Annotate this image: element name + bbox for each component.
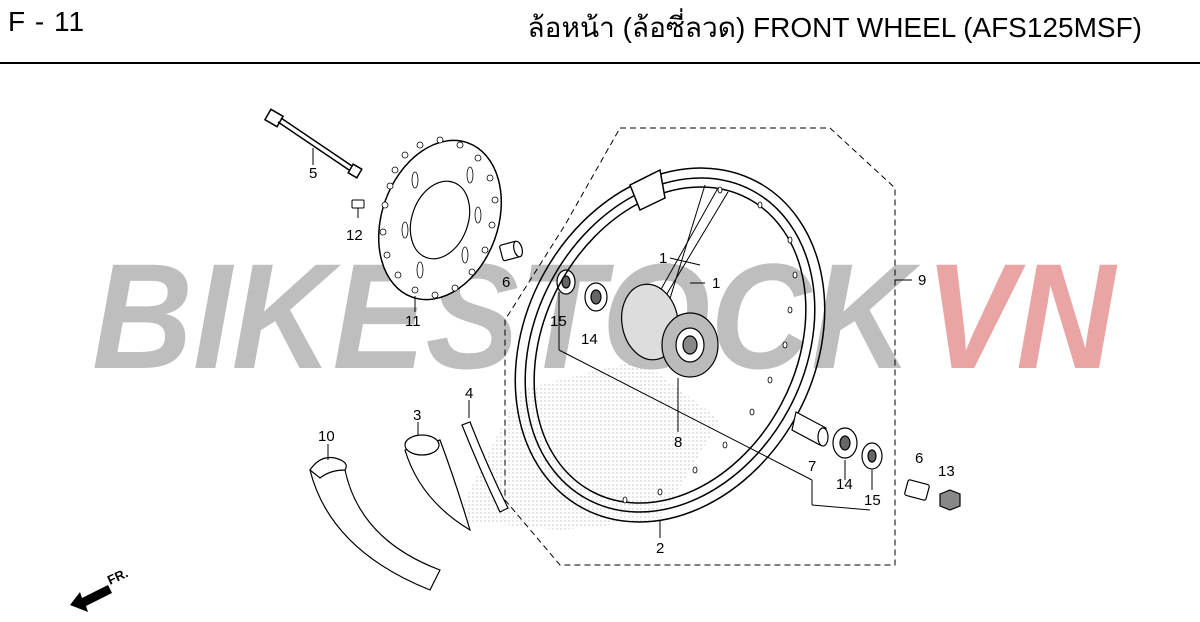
bearing-15-right [861,442,883,470]
direction-label: FR. [105,565,130,587]
bearing-14-left [584,282,608,312]
shading-area [455,360,720,530]
callout-15-left: 15 [550,313,567,330]
front-direction-arrow: FR. [70,565,130,612]
callout-1-upper: 1 [659,250,667,267]
callout-7: 7 [808,458,816,475]
brake-disc [377,136,503,301]
side-collar-right [904,479,930,501]
callout-14-left: 14 [581,331,598,348]
callout-labels: 1 1 2 3 4 5 6 6 7 8 9 10 11 12 13 14 14 … [309,165,955,557]
header-divider [0,62,1200,64]
callout-6-right: 6 [915,450,923,467]
callout-15-right: 15 [864,492,881,509]
bearing-15-left [556,269,576,295]
callout-5: 5 [309,165,317,182]
callout-2: 2 [656,540,664,557]
assembly-outline [504,127,896,566]
page-title: ล้อหน้า (ล้อซี่ลวด) FRONT WHEEL (AFS125M… [527,12,1142,43]
callout-12: 12 [346,227,363,244]
distance-collar [791,411,829,447]
spokes [654,184,729,306]
leader-line [669,257,701,266]
callout-8: 8 [674,434,682,451]
callout-10: 10 [318,428,335,445]
leader-line [811,504,871,511]
side-collar-left [499,240,523,262]
callout-13: 13 [938,463,955,480]
rim-spoke-holes [622,186,798,504]
page-code: F - 11 [8,6,86,37]
rim-band [461,421,509,513]
wheel-hub [621,283,719,378]
callout-11: 11 [405,313,421,330]
callout-14-right: 14 [836,476,853,493]
leader-line [558,349,813,481]
callout-4: 4 [465,385,473,402]
watermark: BIKESTOCK VN [92,232,1117,400]
inner-tube [404,434,472,532]
disc-screw [351,199,365,218]
callout-6-left: 6 [502,274,510,291]
watermark-text-accent: VN [925,232,1117,400]
callout-1-lower: 1 [712,275,720,292]
axle-nut [939,489,961,511]
callout-3: 3 [413,407,421,424]
axle-bolt [263,108,363,179]
bearing-14-right [832,427,858,459]
callout-9: 9 [918,272,926,289]
tire [309,456,441,591]
